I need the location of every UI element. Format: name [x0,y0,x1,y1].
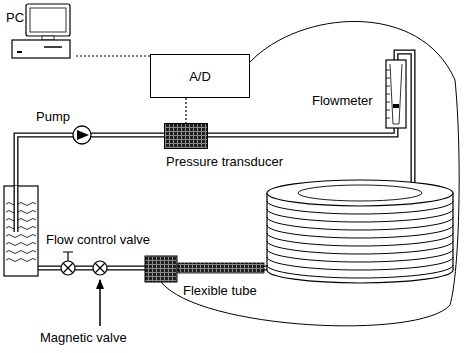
part-label: Pump [36,109,70,124]
pressure-transducer: Pressure transducer [164,123,208,149]
valve-cross [63,263,73,273]
computer-node: PC [4,2,76,64]
signal-line [185,98,186,123]
disk-slot [44,46,62,48]
flexible-tube [178,263,264,273]
valve-body [61,261,75,275]
pump-symbol [73,126,91,144]
device-label: PC [6,10,24,25]
signal-line [76,55,150,56]
pump-body [73,126,91,144]
part-label: Magnetic valve [40,330,127,345]
part-label: Flow control valve [46,232,150,247]
pump-impeller [77,130,89,140]
water-tank [4,186,38,276]
part-label: Pressure transducer [166,154,283,169]
box-label: A/D [189,69,211,84]
flowmeter-symbol [386,60,406,128]
tube-coil [267,180,453,283]
flowmeter-scale [386,70,390,118]
leader-arrow [99,280,101,326]
water-surface [6,203,36,262]
valve-body [93,261,107,275]
converter-box: A/D [150,54,250,98]
coil-core [298,185,422,201]
flowmeter-taper [390,64,402,124]
intake-bore [15,186,17,232]
valve-stem [63,252,73,261]
monitor [26,4,70,36]
coil-top [267,180,453,206]
power-light [17,51,22,53]
coil-winding [267,201,453,278]
valve-cross [95,263,105,273]
part-label: Flowmeter [312,93,373,108]
part-label: Flexible tube [183,283,257,298]
magnetic-valve-symbol [93,261,107,326]
intake-pipe [14,186,19,232]
computer-case [12,40,70,58]
screen [30,8,66,32]
flowmeter-body [386,60,406,128]
flowmeter-float [393,104,399,108]
pressure-transducer-lower [145,256,177,282]
tank-wall [4,186,38,276]
flow-control-valve-symbol [61,252,75,275]
